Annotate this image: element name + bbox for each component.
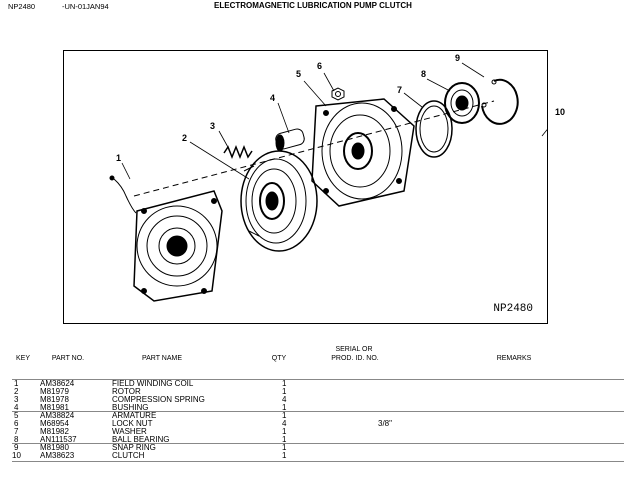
callout-6: 6 (317, 61, 323, 71)
page-title: ELECTROMAGNETIC LUBRICATION PUMP CLUTCH (214, 1, 412, 10)
cell-key: 6 (14, 419, 19, 428)
col-header-key: KEY (15, 355, 30, 362)
row-divider (12, 461, 624, 462)
figure-reference: NP2480 (493, 303, 533, 315)
row-divider (12, 379, 624, 380)
cell-part-name: ROTOR (112, 387, 141, 396)
cell-part-no: M81980 (40, 443, 69, 452)
compression-spring-part (223, 144, 253, 160)
cell-part-name: CLUTCH (112, 451, 145, 460)
table-row: 8 AN111537 BALL BEARING 1 (0, 436, 626, 444)
cell-key: 5 (14, 411, 19, 420)
cell-part-name: FIELD WINDING COIL (112, 379, 194, 388)
col-header-serial-1: SERIAL OR (335, 346, 373, 353)
cell-qty: 1 (282, 435, 287, 444)
cell-key: 4 (14, 403, 19, 412)
row-divider (12, 443, 624, 444)
cell-qty: 4 (282, 419, 287, 428)
rotor-part (240, 150, 318, 252)
table-row: 9 M81980 SNAP RING 1 (0, 444, 626, 452)
document-code: NP2480 (8, 2, 36, 11)
lock-nut-part (331, 87, 345, 101)
callout-7: 7 (397, 85, 403, 95)
callout-2: 2 (182, 133, 188, 143)
cell-qty: 1 (282, 427, 287, 436)
table-row: 7 M81982 WASHER 1 (0, 428, 626, 436)
washer-part (415, 100, 453, 158)
cell-qty: 4 (282, 395, 287, 404)
cell-part-name: WASHER (112, 427, 147, 436)
cell-key: 9 (14, 443, 19, 452)
cell-part-no: AM38624 (40, 379, 75, 388)
table-row: 6 M68954 LOCK NUT 4 3/8" (0, 420, 626, 428)
cell-part-name: COMPRESSION SPRING (112, 395, 205, 404)
snap-ring-part (481, 78, 519, 125)
col-header-part-name: PART NAME (141, 355, 183, 362)
exploded-view-illustration: 1 2 3 4 5 6 7 8 9 10 NP2480 (63, 50, 565, 324)
callout-3: 3 (210, 121, 216, 131)
cell-key: 7 (14, 427, 19, 436)
cell-part-no: M81979 (40, 387, 69, 396)
bushing-part (275, 128, 305, 152)
callout-4: 4 (270, 93, 276, 103)
date-code: -UN-01JAN94 (62, 2, 109, 11)
ball-bearing-part (444, 82, 480, 124)
callout-8: 8 (421, 69, 427, 79)
cell-part-name: BUSHING (112, 403, 149, 412)
cell-key: 3 (14, 395, 19, 404)
cell-serial: 3/8" (378, 419, 392, 428)
assembly-axis (133, 100, 495, 197)
cell-key: 10 (12, 451, 21, 460)
cell-part-name: ARMATURE (112, 411, 157, 420)
table-row: 1 AM38624 FIELD WINDING COIL 1 (0, 380, 626, 388)
callout-10: 10 (555, 107, 566, 117)
armature-part (311, 98, 415, 207)
cell-part-no: M81981 (40, 403, 69, 412)
field-winding-coil-part (109, 175, 223, 302)
cell-key: 8 (14, 435, 19, 444)
cell-part-no: M68954 (40, 419, 69, 428)
callout-5: 5 (296, 69, 302, 79)
table-row: 3 M81978 COMPRESSION SPRING 4 (0, 396, 626, 404)
cell-qty: 1 (282, 411, 287, 420)
callout-9: 9 (455, 53, 461, 63)
cell-qty: 1 (282, 387, 287, 396)
cell-qty: 1 (282, 403, 287, 412)
cell-key: 2 (14, 387, 19, 396)
leader-lines (121, 62, 547, 180)
table-row: 10 AM38623 CLUTCH 1 (0, 452, 626, 460)
cell-part-name: BALL BEARING (112, 435, 170, 444)
table-row: 2 M81979 ROTOR 1 (0, 388, 626, 396)
cell-qty: 1 (282, 443, 287, 452)
row-divider (12, 411, 624, 412)
callout-1: 1 (116, 153, 122, 163)
col-header-part-no: PART NO. (51, 355, 85, 362)
cell-qty: 1 (282, 451, 287, 460)
cell-part-no: AN111537 (40, 435, 77, 444)
col-header-remarks: REMARKS (496, 355, 532, 362)
cell-part-no: M81978 (40, 395, 69, 404)
cell-qty: 1 (282, 379, 287, 388)
cell-part-no: AM38824 (40, 411, 75, 420)
cell-part-name: LOCK NUT (112, 419, 153, 428)
col-header-qty: QTY (271, 355, 287, 362)
cell-key: 1 (14, 379, 19, 388)
table-row: 4 M81981 BUSHING 1 (0, 404, 626, 412)
cell-part-name: SNAP RING (112, 443, 156, 452)
clutch-exploded-drawing (109, 62, 547, 302)
col-header-serial-2: PROD. ID. NO. (331, 355, 379, 362)
cell-part-no: M81982 (40, 427, 69, 436)
table-row: 5 AM38824 ARMATURE 1 (0, 412, 626, 420)
cell-part-no: AM38623 (40, 451, 75, 460)
